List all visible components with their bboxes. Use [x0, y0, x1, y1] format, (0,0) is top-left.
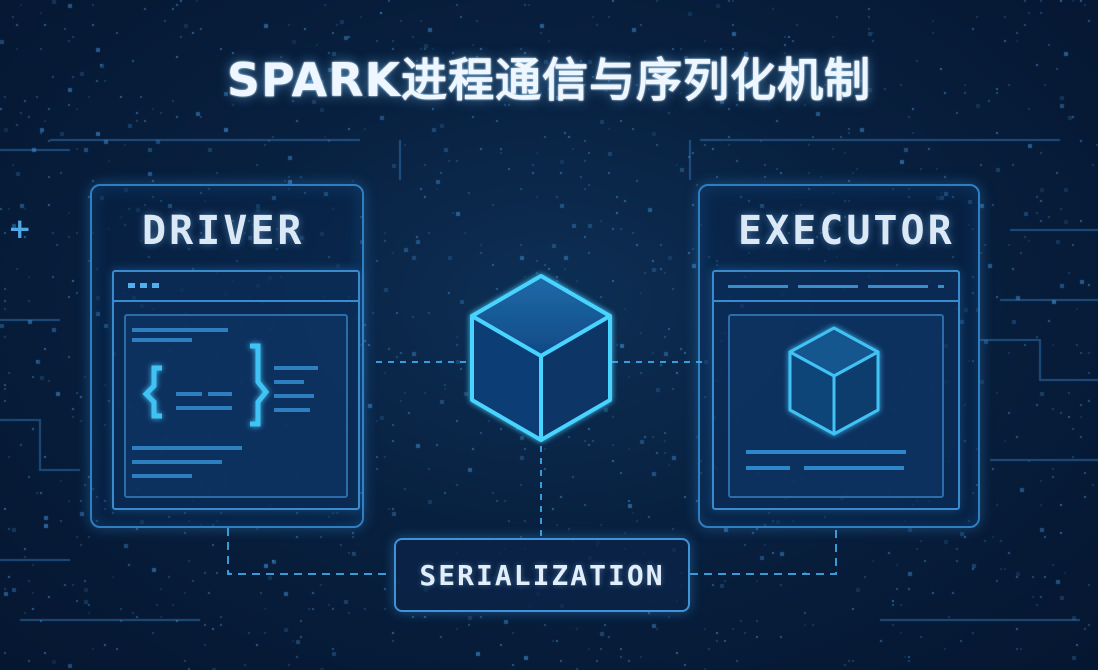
serialization-box: SERIALIZATION [394, 538, 690, 612]
window-dots-icon [128, 283, 164, 288]
code-braces-icon [142, 343, 270, 427]
serialization-to-executor-connector [690, 528, 837, 575]
executor-window-titlebar [714, 272, 958, 302]
connector-lines [227, 361, 837, 575]
executor-label: EXECUTOR [738, 208, 955, 254]
driver-label: DRIVER [142, 208, 305, 254]
plus-icon: + [8, 212, 32, 245]
driver-to-serialization-connector [227, 528, 390, 575]
executor-text-lines [746, 450, 906, 470]
driver-code-lines [132, 328, 318, 478]
window-lines-icon [728, 285, 944, 288]
driver-code-area [124, 314, 348, 498]
executor-cube-icon [788, 326, 880, 436]
driver-window-titlebar [114, 272, 358, 302]
page-title: SPARK进程通信与序列化机制 [226, 53, 872, 107]
serialization-label: SERIALIZATION [419, 558, 665, 592]
serialized-data-cube-icon [470, 274, 612, 442]
